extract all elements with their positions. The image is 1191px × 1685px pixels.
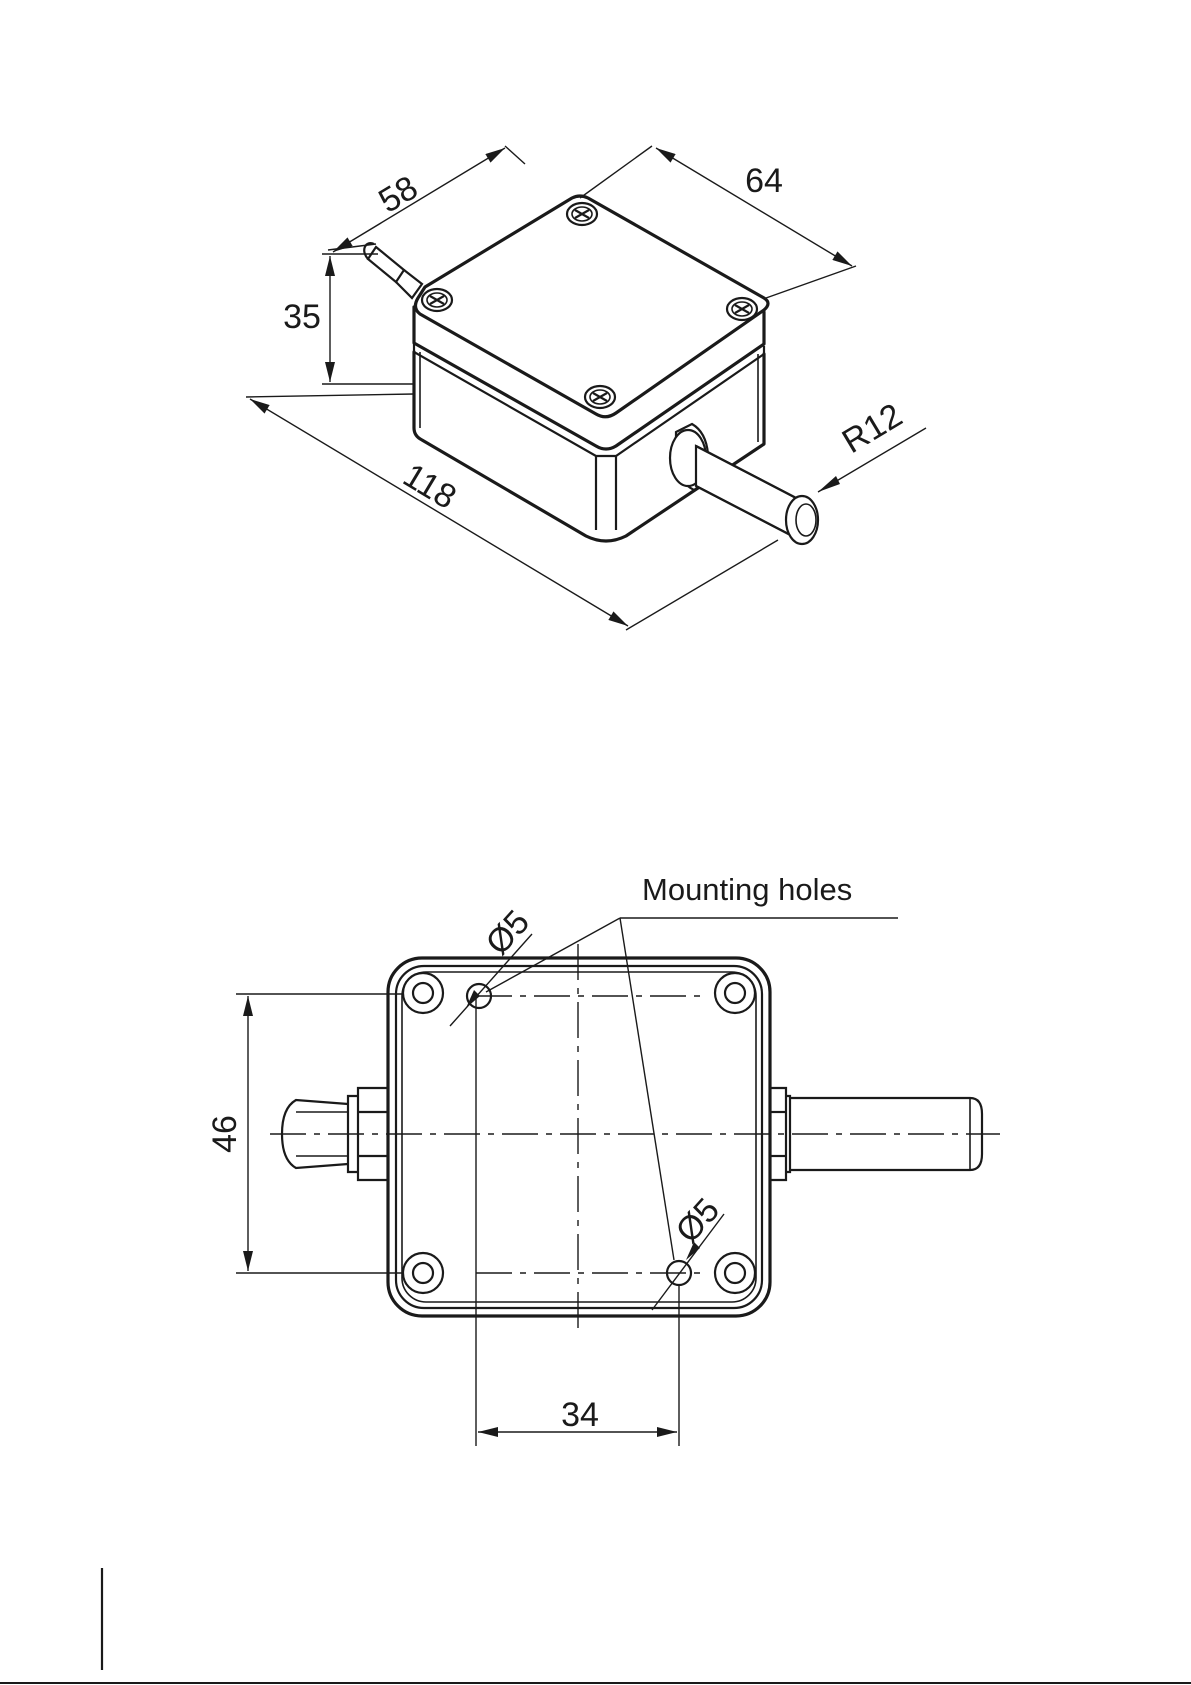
dimension-r12-label: R12 (836, 396, 909, 461)
screw-top-right (727, 298, 757, 320)
dimension-34-label: 34 (561, 1396, 599, 1434)
dimension-58-label: 58 (372, 169, 424, 221)
probe-right (670, 424, 818, 544)
housing-outline (388, 958, 770, 1316)
screw-top-front (585, 386, 615, 408)
corner-screw-bottom-right (715, 1253, 755, 1293)
isometric-view: 58 64 35 118 R12 (246, 146, 926, 630)
mounting-holes-label: Mounting holes (642, 872, 852, 907)
corner-screw-top-left (403, 973, 443, 1013)
dimension-46-label: 46 (206, 1115, 244, 1153)
hole-diameter-top-label: Ø5 (479, 903, 538, 962)
hole-diameter-bottom-label: Ø5 (669, 1191, 728, 1250)
screw-top-back (567, 203, 597, 225)
dimension-hole-diameter-bottom: Ø5 (652, 1191, 727, 1310)
dimension-r12: R12 (818, 396, 926, 492)
dimension-64-label: 64 (745, 162, 783, 200)
dimension-hole-diameter-top: Ø5 (450, 903, 537, 1026)
screw-top-left (422, 289, 452, 311)
dimension-118-label: 118 (397, 456, 463, 516)
top-view: Mounting holes Ø5 Ø5 46 (206, 872, 1000, 1446)
dimension-58: 58 (328, 146, 525, 252)
dimension-35: 35 (283, 254, 414, 384)
corner-screw-bottom-left (403, 1253, 443, 1293)
corner-screw-top-right (715, 973, 755, 1013)
cable-gland-left (364, 243, 422, 298)
dimension-35-label: 35 (283, 298, 321, 336)
center-lines (270, 944, 1000, 1330)
